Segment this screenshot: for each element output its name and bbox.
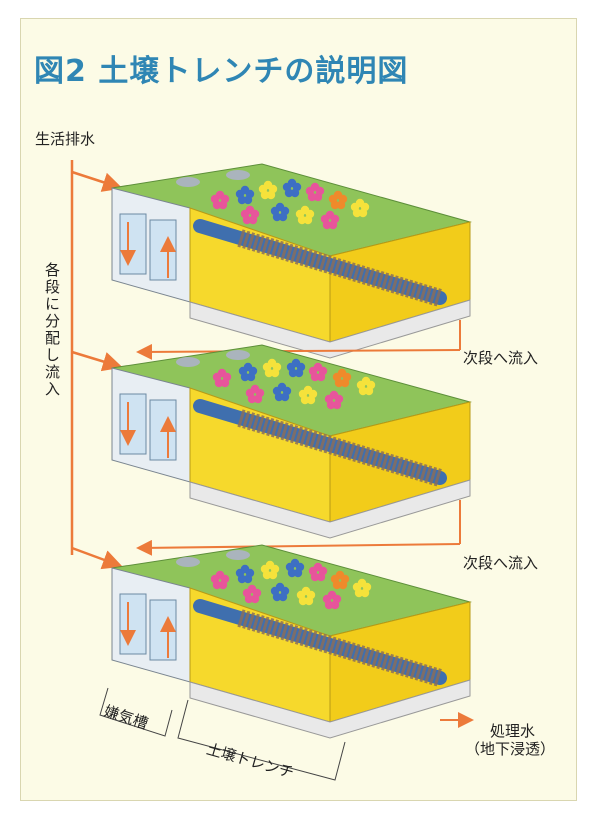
trench-stage-1 (111, 163, 472, 360)
label-next-stage-1: 次段へ流入 (463, 349, 539, 367)
label-distribute: 各段に分配し流入 (43, 262, 61, 398)
label-brackets (99, 687, 346, 781)
trench-stage-3 (111, 544, 474, 739)
label-ground-infiltration: （地下浸透） (465, 740, 556, 758)
figure-title: 図2 土壌トレンチの説明図 (34, 54, 409, 89)
trench-stage-2 (111, 344, 472, 556)
label-input: 生活排水 (35, 130, 96, 148)
distribution-pipe (70, 160, 123, 570)
label-next-stage-2: 次段へ流入 (463, 554, 539, 572)
label-treated-water: 処理水 (490, 722, 536, 740)
